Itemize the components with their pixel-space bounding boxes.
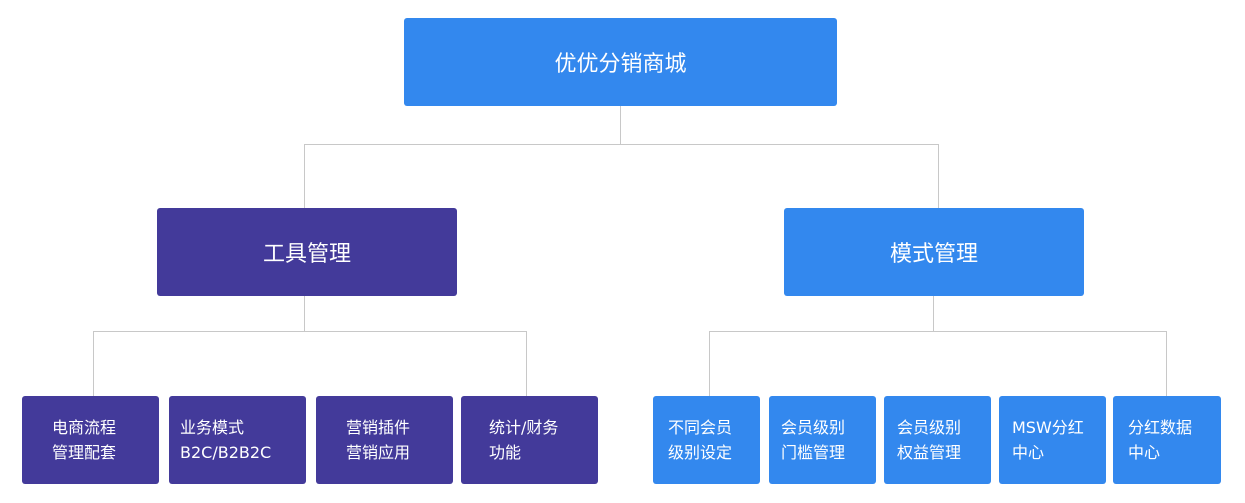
leaf-line: 门槛管理 [781, 443, 846, 462]
leaf-line: 中心 [1012, 443, 1045, 462]
leaf-node: 营销插件 营销应用 [316, 396, 453, 484]
leaf-line: 权益管理 [897, 443, 962, 462]
leaf-node: 不同会员 级别设定 [653, 396, 760, 484]
leaf-line: MSW分红 [1012, 418, 1084, 437]
leaf-line: B2C/B2B2C [180, 443, 272, 462]
leaf-line: 营销插件 [346, 418, 411, 437]
leaf-line: 电商流程 [52, 418, 117, 437]
branch-tools: 工具管理 [157, 208, 457, 296]
leaf-line: 管理配套 [52, 443, 117, 462]
leaf-line: 级别设定 [668, 443, 733, 462]
root-node: 优优分销商城 [404, 18, 837, 106]
leaf-line: 营销应用 [346, 443, 411, 462]
leaf-line: 不同会员 [668, 418, 733, 437]
root-label: 优优分销商城 [554, 52, 687, 77]
leaf-node: 统计/财务 功能 [461, 396, 598, 484]
leaf-line: 业务模式 [180, 418, 245, 437]
leaf-line: 分红数据 [1128, 418, 1193, 437]
leaf-node: 电商流程 管理配套 [22, 396, 159, 484]
leaf-line: 会员级别 [781, 418, 846, 437]
branch-label: 模式管理 [889, 242, 978, 267]
branch-mode: 模式管理 [784, 208, 1084, 296]
branch-label: 工具管理 [262, 242, 351, 267]
leaf-node: 会员级别 权益管理 [884, 396, 991, 484]
leaf-node: 分红数据 中心 [1113, 396, 1221, 484]
leaf-line: 中心 [1128, 443, 1161, 462]
leaf-node: 会员级别 门槛管理 [769, 396, 876, 484]
leaf-node: MSW分红 中心 [999, 396, 1106, 484]
leaf-line: 统计/财务 [489, 418, 559, 437]
leaf-line: 功能 [489, 443, 522, 462]
leaf-line: 会员级别 [897, 418, 962, 437]
leaf-node: 业务模式 B2C/B2B2C [169, 396, 306, 484]
